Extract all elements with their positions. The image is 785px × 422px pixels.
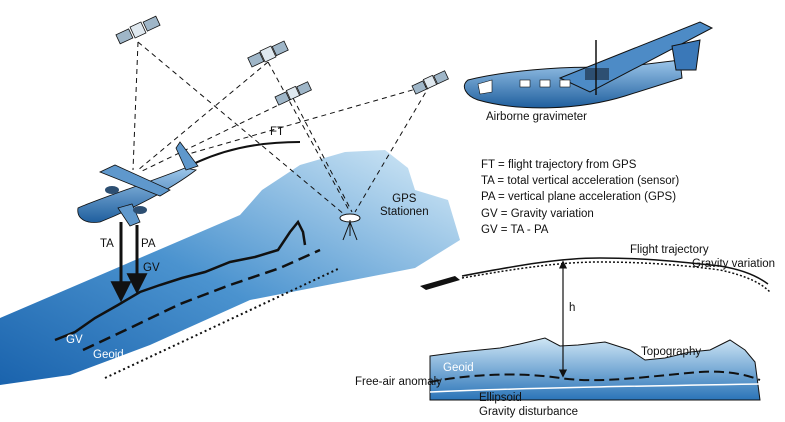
gps-stations-label: GPS Stationen [380, 193, 429, 218]
flight-trajectory-curve [461, 257, 769, 285]
satellite-icon [411, 70, 449, 95]
ground-surface [0, 150, 460, 385]
gravity-variation-label: Gravity variation [692, 258, 776, 270]
topography-body [429, 337, 761, 401]
free-air-anomaly-label: Free-air anomaly [355, 376, 442, 388]
ellipsoid-curve-left [104, 267, 341, 379]
gravity-disturbance-label: Gravity disturbance [479, 406, 579, 418]
legend-item: TA = total vertical acceleration (sensor… [481, 175, 680, 188]
ft-label: FT [270, 126, 285, 138]
gv-label-lower: GV [66, 334, 83, 346]
satellite-links [132, 41, 431, 216]
legend: FT = flight trajectory from GPS TA = tot… [481, 157, 679, 238]
ellipsoid-label-right: Ellipsoid [479, 392, 522, 404]
gv-label-upper: GV [143, 262, 160, 274]
legend-item: GV = TA - PA [481, 223, 549, 236]
gps-station-icon [339, 213, 361, 241]
topography-label: Topography [641, 346, 702, 358]
satellite-icon [247, 40, 289, 68]
geoid-label-right: Geoid [443, 362, 474, 374]
geoid-curve-left [82, 248, 321, 352]
ellipsoid-line-right [429, 383, 761, 393]
flight-trajectory-label: Flight trajectory [630, 244, 709, 256]
legend-item: GV = Gravity variation [481, 207, 594, 220]
gravity-variation-curve-right [461, 261, 771, 293]
legend-item: FT = flight trajectory from GPS [481, 159, 637, 171]
flight-trajectory-line [184, 141, 301, 169]
small-aircraft-silhouette [420, 276, 460, 290]
gravity-variation-curve [54, 219, 307, 342]
pa-label: PA [141, 238, 156, 250]
aircraft-icon [463, 21, 714, 109]
satellite-icon [115, 15, 161, 45]
geoid-label-left: Geoid [93, 349, 124, 361]
aircraft-icon [77, 141, 199, 227]
airborne-gravimeter-label: Airborne gravimeter [486, 111, 587, 123]
satellite-icon [274, 81, 312, 106]
ta-label: TA [100, 238, 114, 250]
legend-item: PA = vertical plane acceleration (GPS) [481, 191, 677, 204]
h-label: h [569, 302, 576, 314]
ellipsoid-label-left: Ellipsoid [136, 368, 179, 380]
geoid-curve-right [429, 370, 761, 383]
